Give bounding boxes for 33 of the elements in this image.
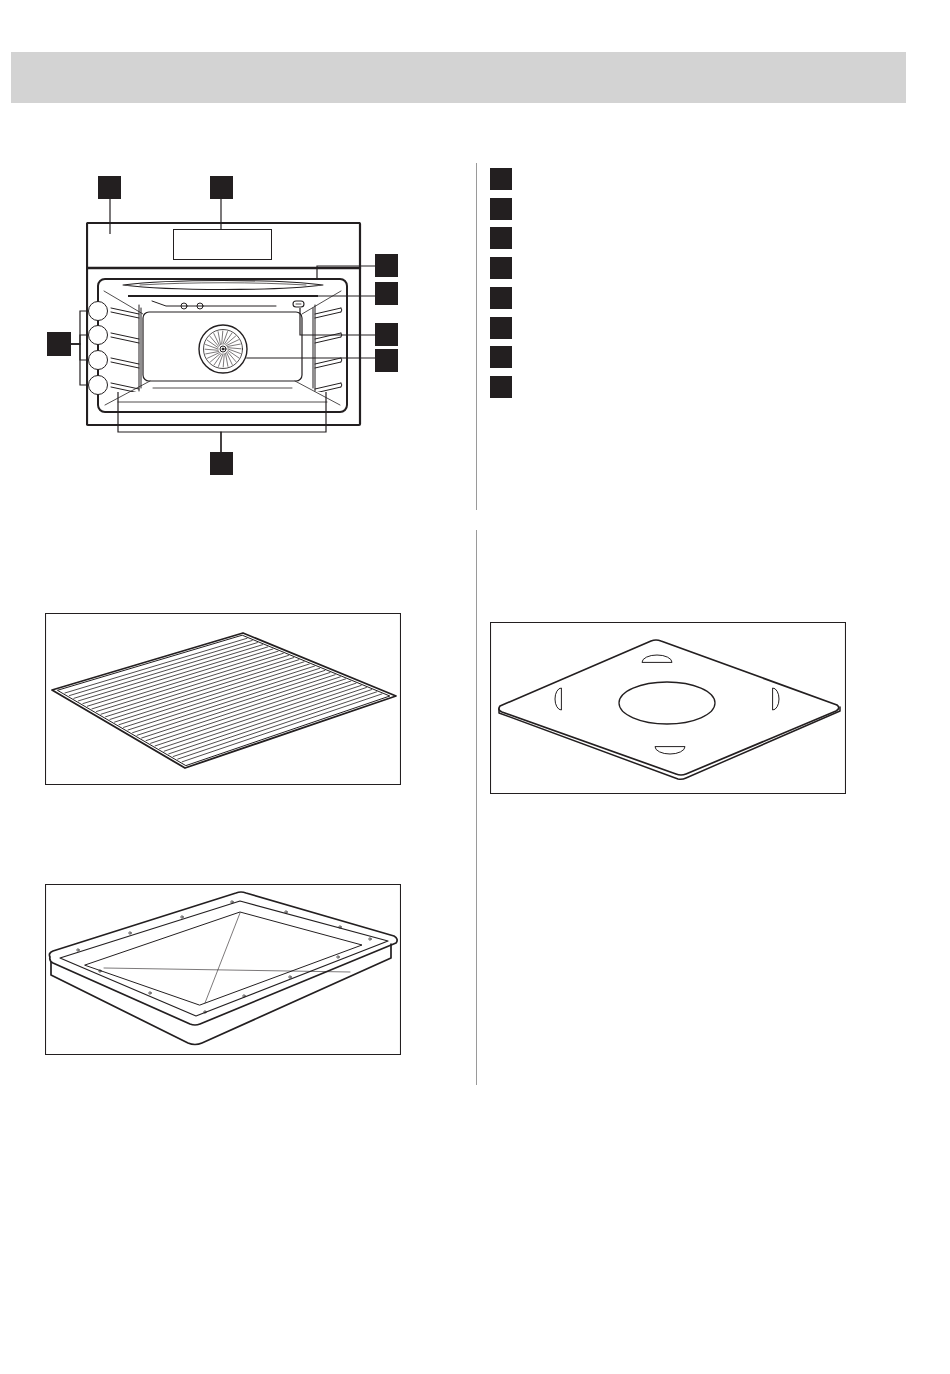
leader-line — [220, 391, 327, 453]
leader-line — [245, 357, 376, 359]
leader-line — [70, 343, 89, 386]
callout-marker — [490, 346, 512, 368]
leader-line — [317, 295, 376, 297]
callout-marker — [490, 317, 512, 339]
callout-marker — [210, 176, 233, 199]
leader-line — [220, 198, 222, 230]
callout-circle — [88, 325, 108, 345]
callout-circle — [88, 375, 108, 395]
callout-marker — [490, 376, 512, 398]
callout-marker — [490, 227, 512, 249]
leader-line — [299, 307, 376, 336]
callout-circle — [88, 301, 108, 321]
callout-marker — [375, 254, 398, 277]
callout-marker — [375, 282, 398, 305]
display-window — [173, 229, 272, 260]
callout-marker — [98, 176, 121, 199]
callout-circle — [88, 350, 108, 370]
callout-marker — [490, 287, 512, 309]
oven-lamp — [292, 300, 305, 308]
callout-marker — [375, 323, 398, 346]
callout-marker — [490, 198, 512, 220]
callout-marker — [490, 257, 512, 279]
callout-marker — [375, 349, 398, 372]
leader-line — [316, 265, 376, 280]
fan-cover — [198, 324, 248, 374]
shelf-runners — [110, 303, 142, 392]
callout-marker — [47, 332, 71, 356]
callout-marker — [490, 168, 512, 190]
heating-element — [120, 279, 326, 292]
leader-line — [109, 198, 111, 235]
callout-marker — [210, 452, 233, 475]
